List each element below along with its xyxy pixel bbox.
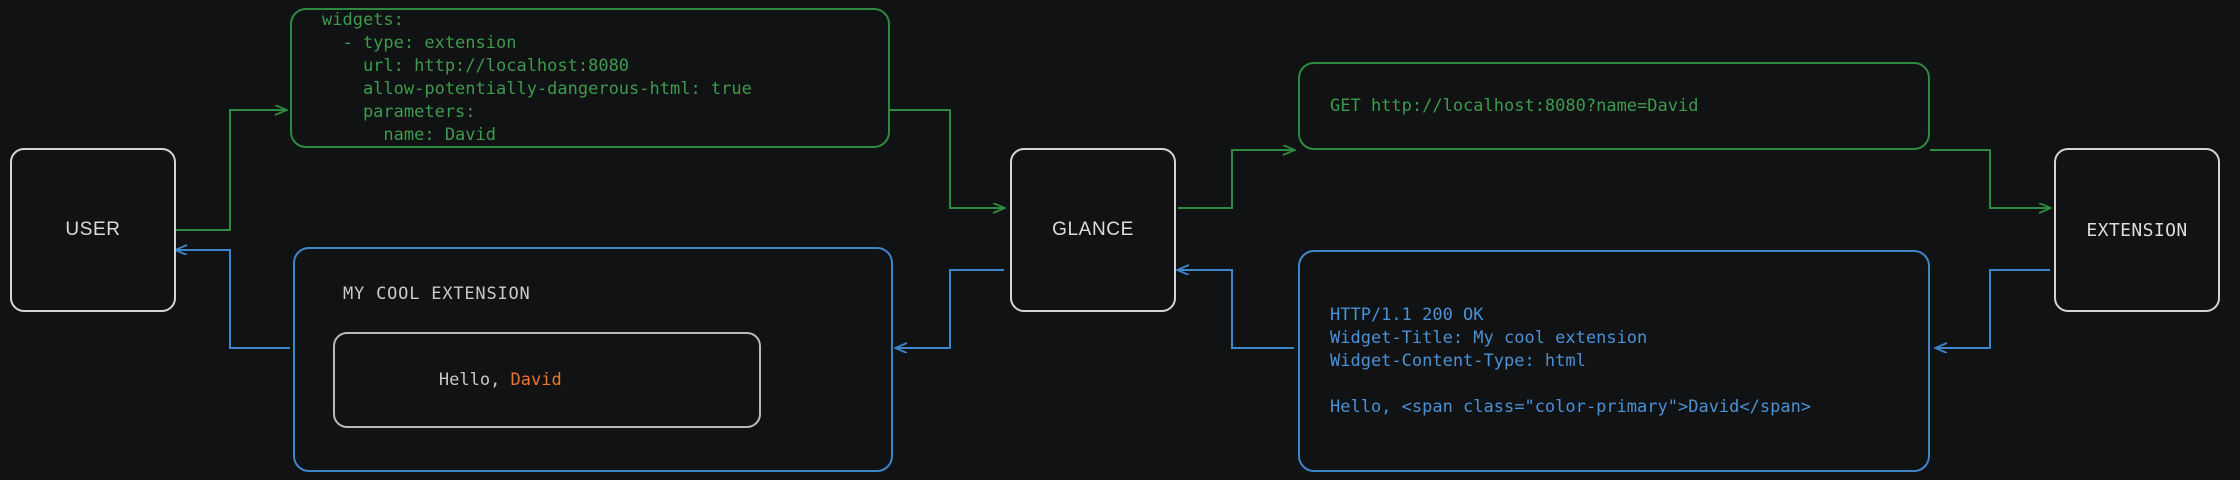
- config-yaml-text: widgets: - type: extension url: http://l…: [322, 10, 752, 145]
- node-user-label: USER: [65, 219, 121, 240]
- widget-body-accent: David: [510, 370, 562, 390]
- rendered-widget-content: Hello, David: [333, 332, 761, 428]
- edge-widget-to-user: [176, 250, 290, 349]
- node-extension[interactable]: EXTENSION: [2054, 148, 2220, 312]
- node-glance[interactable]: GLANCE: [1010, 148, 1176, 312]
- http-response-box[interactable]: HTTP/1.1 200 OK Widget-Title: My cool ex…: [1298, 250, 1930, 472]
- edge-request-to-extension: [1930, 149, 2050, 208]
- edge-glance-to-widget: [896, 269, 1004, 348]
- node-glance-label: GLANCE: [1052, 219, 1134, 240]
- rendered-widget-box[interactable]: MY COOL EXTENSION Hello, David: [293, 247, 893, 472]
- widget-body-prefix: Hello,: [438, 370, 511, 390]
- http-response-text: HTTP/1.1 200 OK Widget-Title: My cool ex…: [1330, 304, 1812, 417]
- config-yaml-box[interactable]: widgets: - type: extension url: http://l…: [290, 8, 890, 148]
- edge-config-to-glance: [890, 109, 1004, 208]
- rendered-widget-body: Hello, David: [335, 350, 562, 410]
- edge-extension-to-response: [1936, 269, 2050, 348]
- node-user[interactable]: USER: [10, 148, 176, 312]
- node-extension-label: EXTENSION: [2086, 219, 2188, 241]
- edge-glance-to-request: [1178, 150, 1294, 209]
- edge-user-to-config: [172, 110, 286, 231]
- http-request-box[interactable]: GET http://localhost:8080?name=David: [1298, 62, 1930, 150]
- http-request-text: GET http://localhost:8080?name=David: [1330, 95, 1699, 116]
- rendered-widget-title: MY COOL EXTENSION: [343, 284, 531, 304]
- edge-response-to-glance: [1178, 270, 1294, 349]
